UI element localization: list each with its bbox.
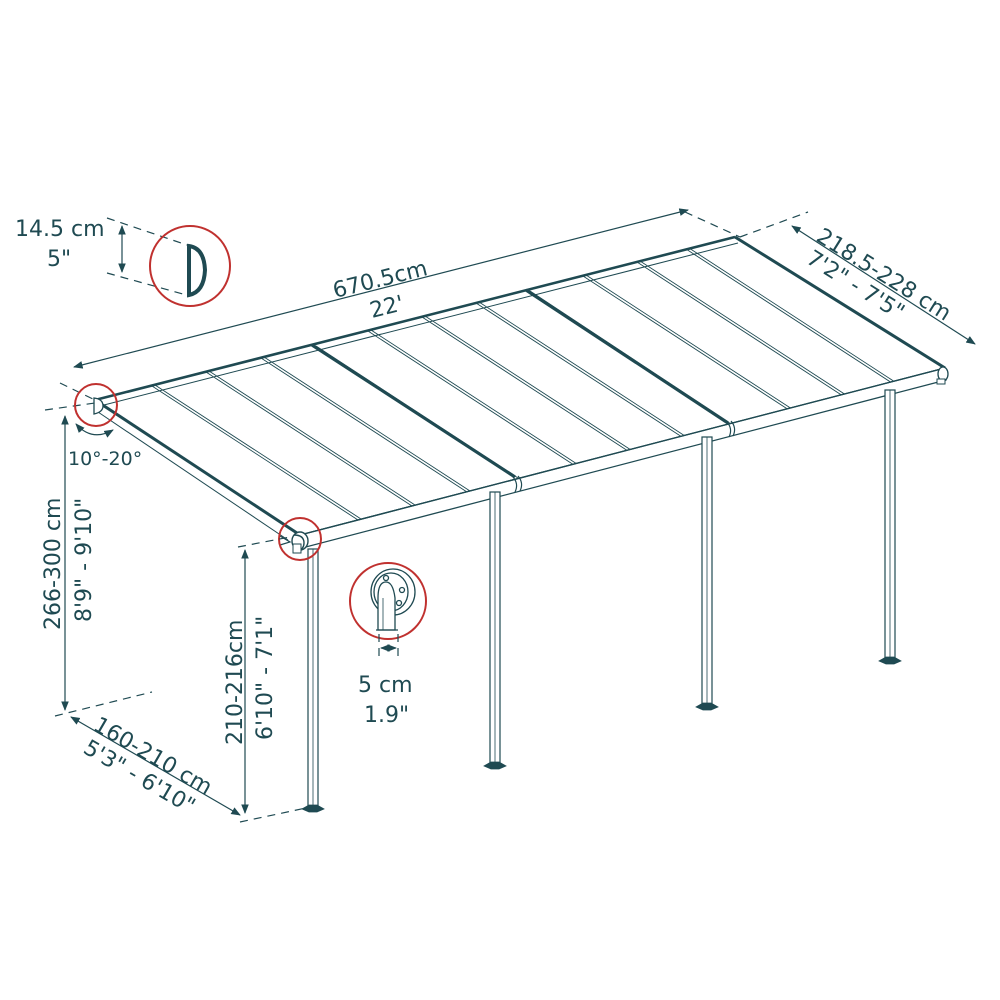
wall-profile-imperial-label: 5" [47, 247, 71, 272]
front-beam [279, 366, 949, 554]
posts [301, 389, 902, 813]
roof-angle-label: 10°-20° [68, 448, 142, 470]
post-1 [301, 548, 325, 813]
detail-circle-post-bracket [349, 562, 427, 640]
rafter-end-left [94, 398, 301, 541]
wall-profile-metric-label: 14.5 cm [15, 217, 105, 242]
detail-circle-wall-profile [149, 225, 231, 307]
post-width-imperial-label: 1.9" [364, 703, 409, 728]
front-height-imperial-label: 6'10" - 7'1" [253, 616, 278, 740]
wall-bracket-small [93, 397, 104, 415]
detail-circle-front-beam [278, 517, 322, 561]
post-3 [695, 436, 719, 711]
post-2 [483, 491, 507, 770]
front-height-dimension: 210-216cm 6'10" - 7'1" [223, 536, 291, 814]
wall-height-dimension: 266-300 cm 8'9" - 9'10" [41, 415, 97, 711]
post-bracket-detail: 5 cm 1.9" [349, 562, 427, 728]
wall-height-metric-label: 266-300 cm [41, 498, 66, 630]
wall-height-imperial-label: 8'9" - 9'10" [72, 498, 97, 622]
post-bracket-icon [370, 568, 416, 631]
roof [93, 235, 949, 554]
wall-profile-d-icon [187, 243, 208, 298]
wall-profile-dimension: 14.5 cm 5" [15, 217, 231, 307]
post-width-metric-label: 5 cm [358, 673, 413, 698]
front-height-metric-label: 210-216cm [223, 620, 248, 745]
post-4 [878, 389, 902, 665]
roof-angle-detail: 10°-20° [44, 383, 142, 470]
length-imperial-label: 22' [367, 291, 406, 323]
